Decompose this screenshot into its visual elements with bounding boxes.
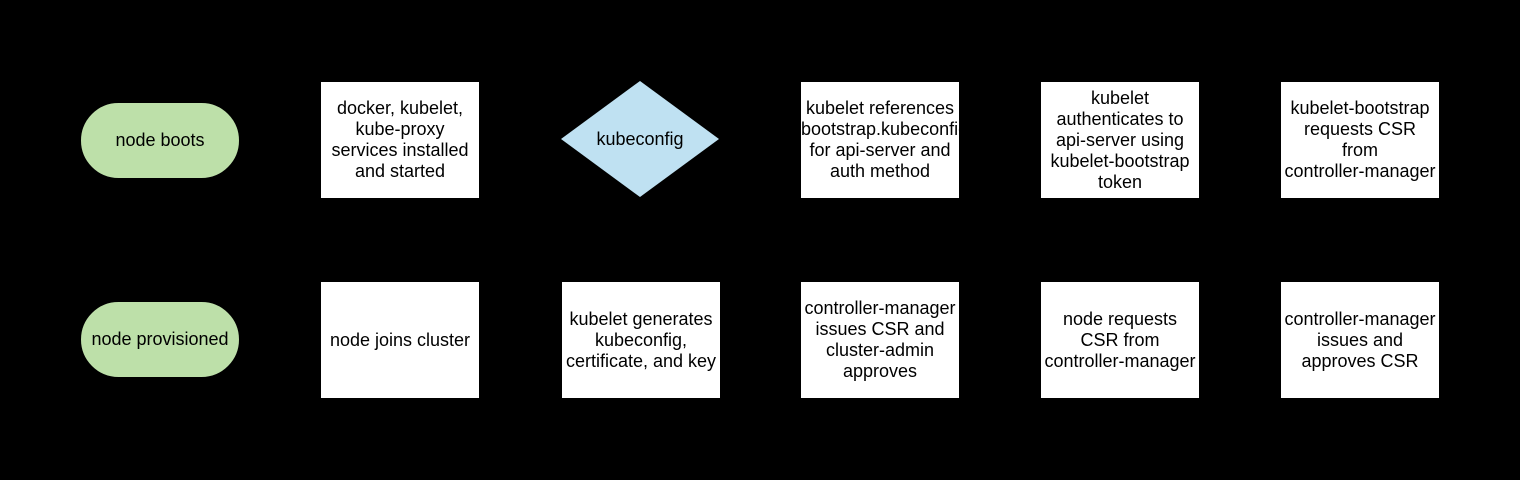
process-kubelet-bootstrap-requests-csr-label: kubelet-bootstrap requests CSR from cont… bbox=[1284, 98, 1436, 181]
process-node-requests-csr-label: node requests CSR from controller-manage… bbox=[1044, 308, 1196, 371]
decision-kubeconfig-label: kubeconfig bbox=[596, 128, 684, 149]
process-controller-manager-issues-approves: controller-manager issues and approves C… bbox=[1280, 281, 1440, 399]
process-node-requests-csr: node requests CSR from controller-manage… bbox=[1040, 281, 1200, 399]
process-kubelet-authenticates-label: kubelet authenticates to api-server usin… bbox=[1050, 87, 1190, 192]
process-node-joins-cluster: node joins cluster bbox=[320, 281, 480, 399]
terminal-node-boots-label: node boots bbox=[115, 130, 205, 150]
process-kubelet-references-bootstrap: kubelet references bootstrap.kubeconfig … bbox=[800, 81, 969, 199]
terminal-node-provisioned: node provisioned bbox=[80, 301, 240, 378]
process-services-installed-label: docker, kubelet, kube-proxy services ins… bbox=[331, 98, 469, 181]
process-controller-manager-issues-admin-approves-label: controller-manager issues CSR and cluste… bbox=[804, 298, 956, 381]
process-services-installed: docker, kubelet, kube-proxy services ins… bbox=[320, 81, 480, 199]
process-node-joins-cluster-label: node joins cluster bbox=[329, 329, 471, 350]
terminal-node-provisioned-label: node provisioned bbox=[91, 329, 229, 349]
decision-kubeconfig: kubeconfig bbox=[561, 81, 719, 197]
process-kubelet-authenticates: kubelet authenticates to api-server usin… bbox=[1040, 81, 1200, 199]
process-kubelet-generates: kubelet generates kubeconfig, certificat… bbox=[561, 281, 721, 399]
process-kubelet-generates-label: kubelet generates kubeconfig, certificat… bbox=[565, 308, 717, 371]
process-kubelet-references-bootstrap-label: kubelet references bootstrap.kubeconfig … bbox=[801, 98, 969, 181]
process-kubelet-bootstrap-requests-csr: kubelet-bootstrap requests CSR from cont… bbox=[1280, 81, 1440, 199]
terminal-node-boots: node boots bbox=[80, 102, 240, 179]
process-controller-manager-issues-approves-label: controller-manager issues and approves C… bbox=[1284, 308, 1436, 371]
process-controller-manager-issues-admin-approves: controller-manager issues CSR and cluste… bbox=[800, 281, 960, 399]
